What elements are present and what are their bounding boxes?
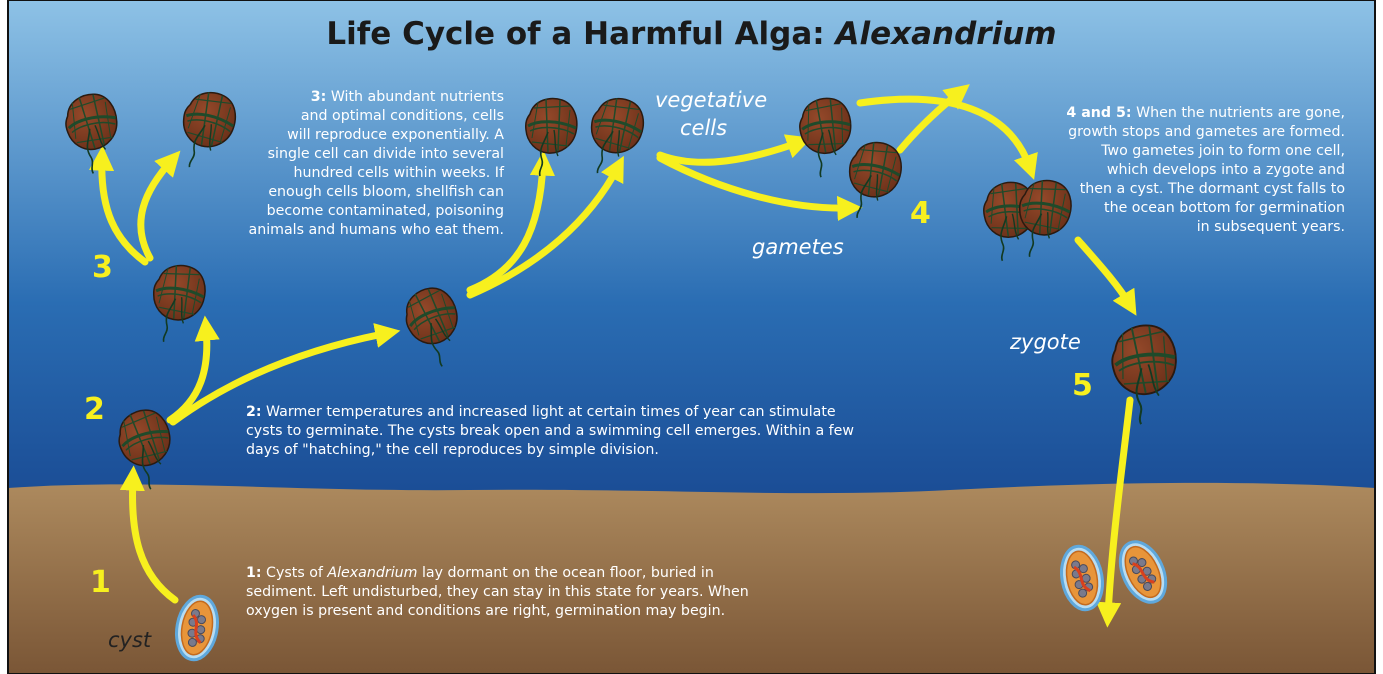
label-cyst: cyst	[108, 628, 151, 652]
step-1-description: 1: Cysts of Alexandrium lay dormant on t…	[246, 564, 806, 621]
step-4-5-line: Two gametes join to form one cell,	[1010, 142, 1345, 161]
step-number-4: 4	[910, 196, 931, 231]
step-2-line: cysts to germinate. The cysts break open…	[246, 422, 926, 441]
step-4-5-description: 4 and 5: When the nutrients are gone, gr…	[1010, 104, 1345, 237]
step-number-5: 5	[1072, 368, 1093, 403]
step-number-3: 3	[92, 250, 113, 285]
step-3-line: enough cells bloom, shellfish can	[200, 183, 504, 202]
step-4-5-prefix: 4 and 5:	[1066, 105, 1131, 121]
step-1-prefix: 1:	[246, 565, 262, 581]
step-1-text: lay dormant on the ocean floor, buried i…	[417, 565, 713, 581]
step-number-1: 1	[90, 565, 111, 600]
step-3-line: hundred cells within weeks. If	[200, 164, 504, 183]
step-1-line: sediment. Left undisturbed, they can sta…	[246, 583, 806, 602]
step-2-description: 2: Warmer temperatures and increased lig…	[246, 403, 926, 460]
label-cells: cells	[680, 116, 727, 140]
step-3-line: animals and humans who eat them.	[200, 221, 504, 240]
title-text: Life Cycle of a Harmful Alga:	[326, 16, 835, 52]
step-2-prefix: 2:	[246, 404, 262, 420]
step-4-5-line: in subsequent years.	[1010, 218, 1345, 237]
step-4-5-line: which develops into a zygote and	[1010, 161, 1345, 180]
label-vegetative: vegetative	[655, 88, 767, 112]
step-2-line: Warmer temperatures and increased light …	[262, 404, 836, 420]
label-gametes: gametes	[752, 235, 844, 259]
step-1-species: Alexandrium	[327, 565, 417, 581]
step-1-line: oxygen is present and conditions are rig…	[246, 602, 806, 621]
step-number-2: 2	[84, 392, 105, 427]
step-4-5-line: the ocean bottom for germination	[1010, 199, 1345, 218]
step-1-text: Cysts of	[262, 565, 328, 581]
step-4-5-line: When the nutrients are gone,	[1132, 105, 1345, 121]
diagram-title: Life Cycle of a Harmful Alga: Alexandriu…	[0, 16, 1383, 52]
step-3-line: single cell can divide into several	[200, 145, 504, 164]
step-2-line: days of "hatching," the cell reproduces …	[246, 441, 926, 460]
step-3-prefix: 3:	[311, 89, 327, 105]
step-3-line: will reproduce exponentially. A	[200, 126, 504, 145]
step-3-line: and optimal conditions, cells	[200, 107, 504, 126]
title-species: Alexandrium	[835, 16, 1056, 52]
step-3-description: 3: With abundant nutrients and optimal c…	[200, 88, 504, 240]
step-3-line: With abundant nutrients	[326, 89, 504, 105]
step-4-5-line: growth stops and gametes are formed.	[1010, 123, 1345, 142]
label-zygote: zygote	[1010, 330, 1081, 354]
step-3-line: become contaminated, poisoning	[200, 202, 504, 221]
step-4-5-line: then a cyst. The dormant cyst falls to	[1010, 180, 1345, 199]
